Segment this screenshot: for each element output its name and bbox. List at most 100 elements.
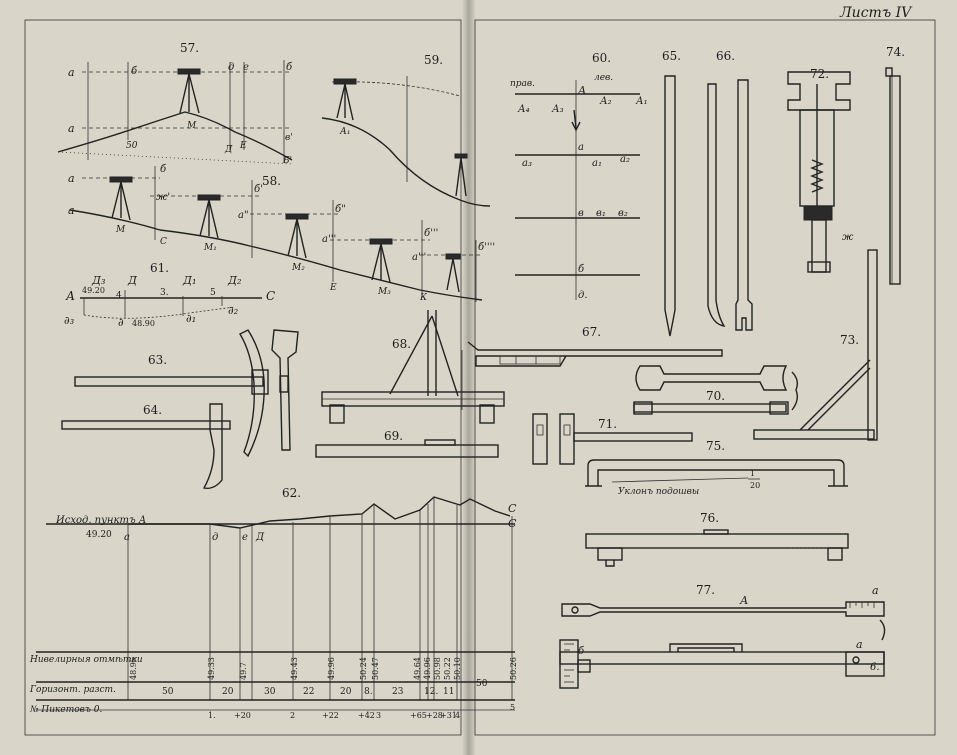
figure-71-hammers: 71. (532, 413, 693, 465)
figure-number: 58. (262, 174, 281, 188)
svg-text:12.: 12. (424, 687, 438, 697)
svg-text:3: 3 (376, 711, 381, 720)
sheet-title: Листъ IV (839, 5, 913, 21)
svg-text:49.96: 49.96 (327, 657, 336, 680)
figure-76-rail-template: 76. (585, 511, 849, 567)
svg-text:А₄: А₄ (517, 104, 530, 115)
svg-text:а": а" (238, 210, 249, 221)
svg-text:е: е (243, 62, 249, 73)
figure-66-claw-bars: 66. (707, 49, 753, 331)
svg-text:48.96: 48.96 (129, 657, 138, 680)
svg-text:прав.: прав. (510, 79, 535, 89)
svg-text:+65: +65 (410, 711, 427, 720)
svg-text:+31: +31 (440, 711, 457, 720)
figure-number: 68. (392, 337, 411, 351)
svg-text:22: 22 (303, 687, 314, 697)
svg-text:б": б" (335, 204, 346, 215)
svg-text:Е: Е (239, 141, 247, 151)
svg-text:Д: Д (127, 274, 138, 287)
figure-64-mattock: 64. (61, 403, 231, 490)
figure-77-sliding-gauge: 77. А а б а 6. (559, 583, 886, 689)
svg-text:М₂: М₂ (291, 263, 305, 273)
svg-text:Д: Д (224, 145, 233, 155)
svg-text:Д₂: Д₂ (227, 274, 241, 287)
figure-72-screw-jack: 72. ж (787, 67, 854, 273)
svg-text:а: а (68, 122, 75, 135)
svg-text:А₁: А₁ (339, 127, 350, 137)
figure-number: 74. (886, 45, 905, 59)
svg-text:49.20: 49.20 (82, 286, 105, 295)
svg-text:а₁: а₁ (592, 158, 602, 169)
svg-text:50: 50 (162, 687, 174, 697)
figure-68-rail-gauge: 68. (321, 310, 505, 424)
figure-63-pickaxe: 63. (74, 329, 299, 458)
svg-text:в₂: в₂ (618, 208, 628, 219)
figure-number: 71. (598, 417, 617, 431)
svg-text:50.47: 50.47 (371, 657, 380, 680)
svg-text:а''': а''' (322, 234, 336, 245)
figure-number: 65. (662, 49, 681, 63)
figure-67-gauge: 67. (467, 325, 723, 367)
svg-text:а₂: а₂ (620, 154, 630, 165)
figure-number: 61. (150, 261, 169, 275)
figure-62-profile: 62. Исход. пунктъ А 49.20 С С (29, 486, 518, 720)
svg-text:М: М (115, 225, 126, 235)
svg-text:+28: +28 (426, 711, 443, 720)
svg-text:а: а (578, 142, 584, 153)
svg-text:1.: 1. (208, 711, 216, 720)
svg-text:49.43: 49.43 (290, 657, 299, 680)
svg-text:50.26: 50.26 (509, 657, 518, 680)
svg-text:а''': а''' (412, 252, 426, 263)
svg-text:20: 20 (750, 481, 760, 490)
svg-text:б': б' (254, 184, 263, 195)
figure-number: 60. (592, 51, 611, 65)
svg-text:∂₁: ∂₁ (186, 312, 196, 325)
svg-text:б'''': б'''' (478, 242, 495, 253)
svg-text:а: а (124, 532, 130, 543)
svg-text:ж': ж' (156, 192, 170, 203)
svg-text:∂₂: ∂₂ (228, 304, 238, 317)
svg-text:Б': Б' (282, 156, 292, 166)
svg-text:д: д (228, 62, 234, 73)
figure-number: 69. (384, 429, 403, 443)
figure-70-wrenches: 70. (633, 365, 799, 415)
svg-text:д: д (212, 532, 218, 543)
left-page-frame (24, 19, 462, 736)
svg-text:1: 1 (750, 469, 755, 478)
figure-57: 57. а а б д е б М 50 Д Е в' Б' (57, 41, 293, 166)
svg-text:А: А (65, 289, 75, 303)
svg-text:50.98: 50.98 (433, 657, 442, 680)
svg-text:4: 4 (455, 711, 460, 720)
svg-text:А₃: А₃ (551, 104, 564, 115)
svg-text:11: 11 (443, 687, 454, 697)
svg-text:А: А (739, 594, 748, 607)
svg-text:е: е (242, 532, 248, 543)
svg-text:2: 2 (290, 711, 295, 720)
figure-58: 58. а (68, 164, 495, 303)
svg-text:б: б (131, 66, 138, 77)
svg-text:5: 5 (510, 703, 515, 712)
svg-text:б: б (160, 164, 167, 175)
svg-text:50.24: 50.24 (359, 657, 368, 680)
svg-text:3.: 3. (160, 288, 169, 298)
svg-text:М: М (186, 121, 197, 131)
svg-text:а: а (872, 584, 879, 597)
svg-text:Горизонт. разст.: Горизонт. разст. (29, 685, 116, 695)
svg-text:49.7: 49.7 (239, 662, 248, 680)
svg-text:а: а (68, 204, 75, 217)
svg-text:М₃: М₃ (377, 287, 391, 297)
figure-73-square: 73. (753, 249, 878, 441)
figure-59: 59. А₁ (321, 53, 491, 207)
svg-text:А₁: А₁ (635, 96, 648, 107)
svg-text:48.90: 48.90 (132, 319, 155, 328)
svg-text:49.33: 49.33 (207, 657, 216, 680)
svg-text:+22: +22 (322, 711, 339, 720)
svg-text:20: 20 (222, 687, 234, 697)
figure-number: 62. (282, 486, 301, 500)
svg-text:+20: +20 (234, 711, 251, 720)
svg-text:а: а (856, 638, 863, 651)
svg-text:ж: ж (842, 232, 854, 243)
svg-text:50: 50 (476, 679, 488, 689)
svg-text:А₂: А₂ (599, 96, 612, 107)
svg-text:50.22: 50.22 (443, 657, 452, 680)
